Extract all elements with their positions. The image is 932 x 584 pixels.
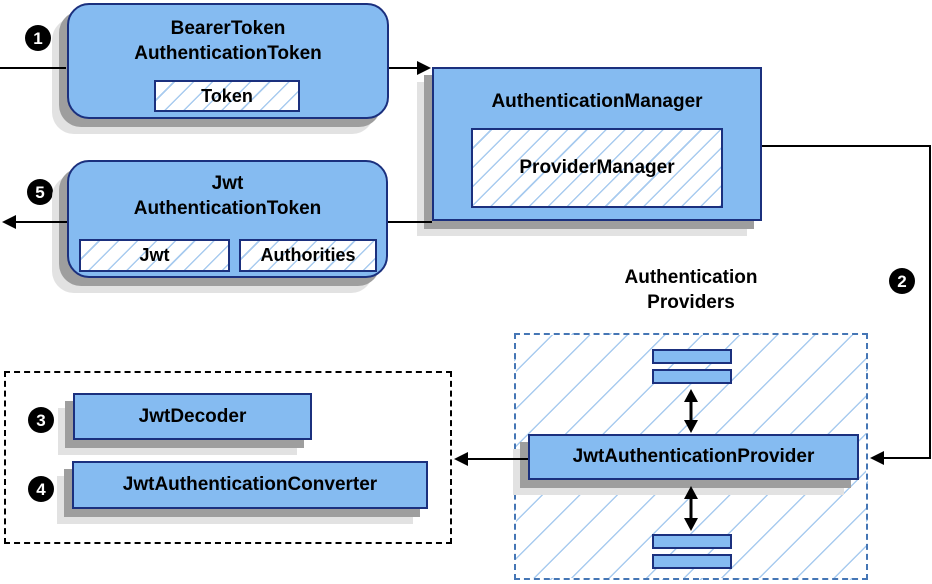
authentication-providers-label-line2: Providers [647, 292, 735, 313]
authentication-providers-label: Authentication Providers [571, 265, 811, 315]
provider-to-resolvers-arrowhead-icon [454, 452, 468, 466]
step-3-badge: 3 [28, 407, 54, 433]
provider-bar-bottom-2 [652, 554, 732, 569]
manager-to-provider-arrowhead-icon [870, 451, 884, 465]
step-2-badge: 2 [889, 268, 915, 294]
provider-bar-top-2 [652, 369, 732, 384]
provider-manager-field: ProviderManager [471, 128, 723, 208]
authentication-manager-node: AuthenticationManager ProviderManager [432, 67, 762, 221]
authentication-manager-title: AuthenticationManager [491, 91, 703, 112]
jwt-authentication-provider-node: JwtAuthenticationProvider [528, 434, 859, 480]
jwt-token-title-line1: Jwt [211, 173, 244, 194]
step-5-badge: 5 [27, 179, 53, 205]
bearer-token-authentication-token-node: BearerToken AuthenticationToken Token [67, 3, 389, 119]
jwt-authentication-token-node: Jwt AuthenticationToken Jwt Authorities [67, 160, 388, 278]
authentication-providers-label-line1: Authentication [624, 267, 758, 288]
jwt-authentication-converter-node: JwtAuthenticationConverter [72, 461, 428, 509]
authorities-field: Authorities [239, 239, 377, 272]
jwt-resolver-container [4, 371, 452, 544]
step-4-badge: 4 [28, 476, 54, 502]
provider-bar-bottom-1 [652, 534, 732, 549]
jwt-decoder-node: JwtDecoder [73, 393, 312, 440]
bearer-token-title-line1: BearerToken [170, 18, 286, 39]
provider-bar-top-1 [652, 349, 732, 364]
bearer-to-manager-arrowhead-icon [417, 61, 431, 75]
token-field: Token [154, 80, 300, 112]
step-1-badge: 1 [25, 25, 51, 51]
jwt-field: Jwt [79, 239, 230, 272]
bearer-token-title-line2: AuthenticationToken [134, 43, 322, 64]
outgoing-result-arrowhead-icon [2, 215, 16, 229]
jwt-token-title-line2: AuthenticationToken [133, 198, 322, 219]
